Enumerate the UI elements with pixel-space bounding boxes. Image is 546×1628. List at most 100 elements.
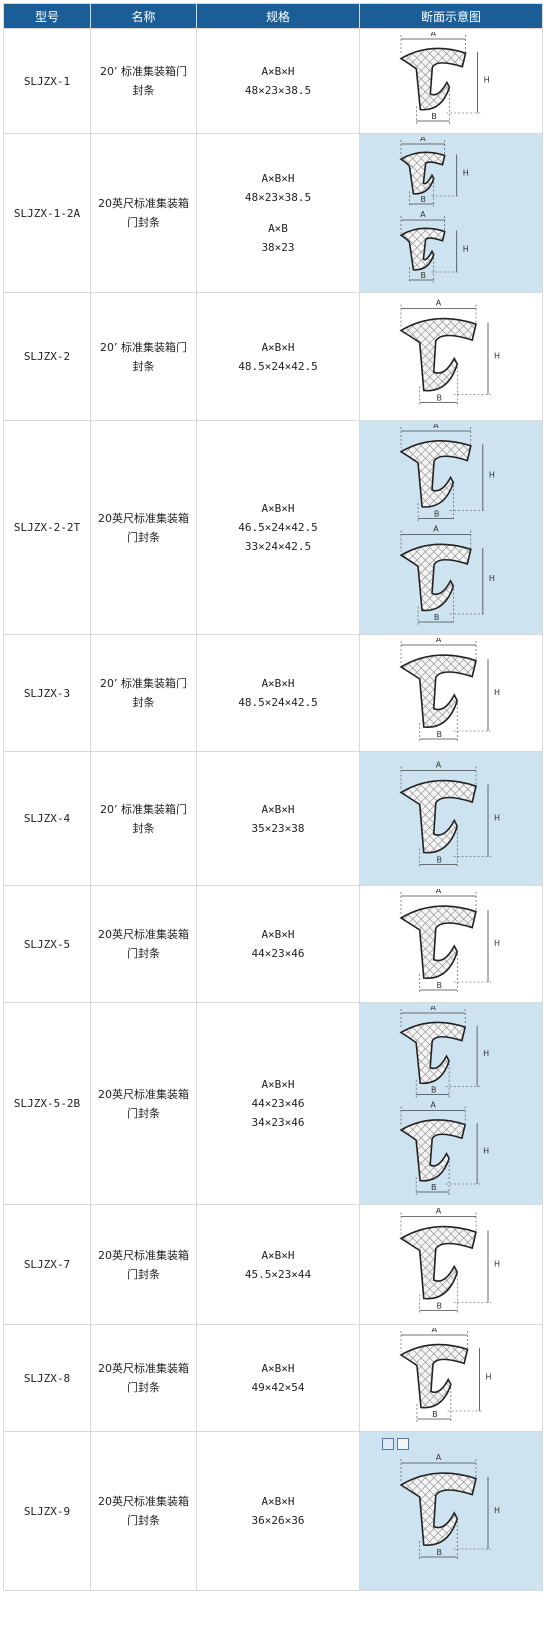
spec-label: A×B×H [261, 928, 295, 941]
name-cell: 20英尺标准集装箱门封条 [91, 1003, 196, 1204]
dim-label-a: A [420, 137, 426, 143]
name-cell: 20’ 标准集装箱门封条 [91, 752, 196, 885]
spec-label: A×B×H [261, 1495, 295, 1508]
dim-label-h: H [494, 1260, 500, 1269]
dim-label-a: A [420, 210, 426, 219]
spec-value: 48×23×38.5 [244, 84, 312, 97]
spec-value: 36×26×36 [251, 1514, 305, 1527]
dim-label-h: H [484, 75, 490, 84]
spec-value: 44×23×46 [251, 947, 305, 960]
name-cell: 20’ 标准集装箱门封条 [91, 29, 196, 133]
name-cell: 20英尺标准集装箱门封条 [91, 134, 196, 292]
dim-label-a: A [436, 889, 442, 895]
dim-label-b: B [437, 394, 443, 403]
dim-label-a: A [432, 1328, 438, 1334]
seal-profile-icon: AHB [399, 889, 500, 993]
spec-label: A×B×H [261, 1362, 295, 1375]
spec-value: 48.5×24×42.5 [238, 359, 318, 373]
dim-label-h: H [494, 1506, 500, 1515]
spec-label: A×B×H [261, 502, 295, 515]
spec-value-2: 33×24×42.5 [244, 540, 312, 553]
spec-value: 44×23×46 [251, 1097, 305, 1110]
spec-label: A×B×H [261, 340, 295, 354]
dim-label-b: B [431, 112, 437, 121]
dim-label-a: A [430, 1101, 436, 1110]
dim-label-h: H [463, 244, 469, 253]
dim-label-h: H [494, 352, 500, 361]
spec-value-2: 38×23 [261, 241, 295, 254]
dim-label-a: A [436, 299, 442, 308]
seal-profile-icon: AHB [399, 1328, 492, 1422]
model-cell: SLJZX-7 [4, 1205, 90, 1324]
spec-label-2: A×B [268, 222, 288, 235]
spec-label: A×B×H [261, 65, 295, 78]
model-cell: SLJZX-2-2T [4, 421, 90, 634]
model-cell: SLJZX-5 [4, 886, 90, 1002]
name-cell: 20英尺标准集装箱门封条 [91, 1325, 196, 1431]
spec-value: 48×23×38.5 [244, 191, 312, 204]
dim-label-h: H [489, 574, 495, 583]
header-model: 型号 [4, 4, 90, 28]
name-cell: 20英尺标准集装箱门封条 [91, 886, 196, 1002]
model-cell: SLJZX-2 [4, 293, 90, 420]
spec-cell: A×B×H 49×42×54 [197, 1325, 359, 1431]
save-icon[interactable] [382, 1438, 394, 1450]
name-cell: 20英尺标准集装箱门封条 [91, 421, 196, 634]
spec-value: 49×42×54 [251, 1381, 305, 1394]
model-cell: SLJZX-9 [4, 1432, 90, 1590]
header-name: 名称 [91, 4, 196, 28]
spec-value: 46.5×24×42.5 [238, 521, 318, 534]
dim-label-h: H [463, 168, 469, 177]
spec-label: A×B×H [261, 677, 295, 690]
model-cell: SLJZX-1-2A [4, 134, 90, 292]
model-cell: SLJZX-3 [4, 635, 90, 751]
dim-label-a: A [436, 1208, 442, 1216]
spec-label: A×B×H [261, 172, 295, 185]
spec-cell: A×B×H 44×23×46 [197, 886, 359, 1002]
dim-label-h: H [494, 688, 500, 697]
spec-label: A×B×H [261, 802, 295, 816]
copy-icon[interactable] [397, 1438, 409, 1450]
spec-cell: A×B×H 35×23×38 [197, 752, 359, 885]
dim-label-b: B [437, 856, 443, 865]
spec-value: 48.5×24×42.5 [238, 696, 318, 709]
spec-cell: A×B×H 48.5×24×42.5 [197, 293, 359, 420]
seal-profile-icon: AHB [399, 1208, 500, 1314]
dim-label-h: H [483, 1147, 489, 1156]
dim-label-b: B [434, 613, 440, 622]
seal-profile-icon: A H B [399, 299, 500, 406]
dim-label-b: B [434, 510, 440, 519]
spec-cell: A×B×H 36×26×36 [197, 1432, 359, 1590]
model-cell: SLJZX-5-2B [4, 1003, 90, 1204]
dim-label-a: A [431, 32, 437, 38]
spec-value: 35×23×38 [251, 821, 305, 835]
dim-label-b: B [421, 271, 427, 280]
name-cell: 20’ 标准集装箱门封条 [91, 635, 196, 751]
dim-label-h: H [489, 470, 495, 479]
seal-profile-icon: A H B [399, 32, 490, 124]
seal-profile-icon: AHB [399, 1453, 500, 1560]
model-cell: SLJZX-1 [4, 29, 90, 133]
